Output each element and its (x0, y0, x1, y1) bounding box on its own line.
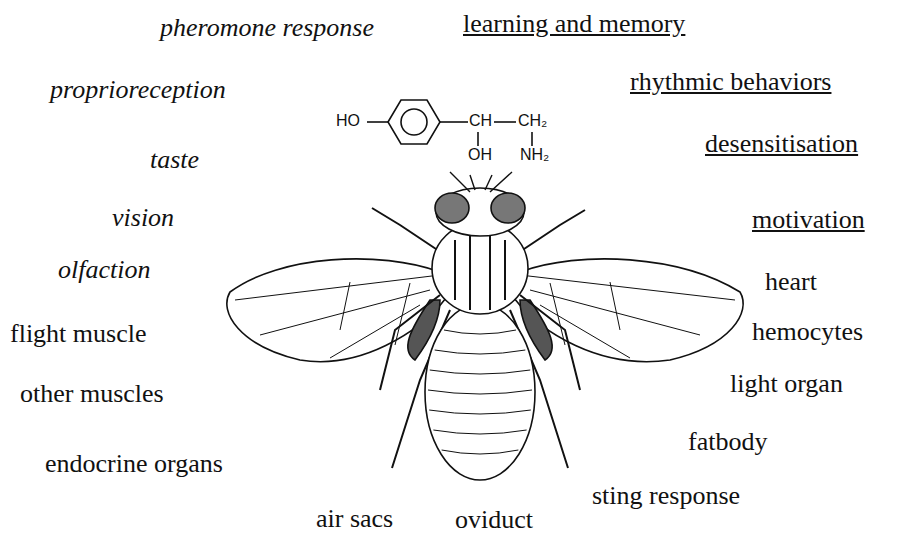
function-label: olfaction (58, 256, 150, 285)
chemical-atom-label: NH₂ (520, 146, 549, 164)
abdomen-segment (442, 450, 519, 454)
function-label: taste (150, 146, 199, 175)
function-label: flight muscle (10, 320, 146, 349)
function-label: sting response (592, 482, 740, 511)
abdomen-segment (428, 390, 532, 394)
function-label: other muscles (20, 380, 164, 409)
function-label: oviduct (455, 506, 533, 535)
function-label: desensitisation (705, 130, 858, 159)
function-label: proprioreception (50, 76, 226, 105)
chemical-atom-label: CH (469, 112, 492, 130)
function-label: light organ (730, 370, 843, 399)
chemical-atom-label: CH₂ (518, 112, 547, 130)
function-label: heart (765, 268, 817, 297)
function-label: pheromone response (160, 14, 374, 43)
function-label: vision (112, 204, 174, 233)
chemical-atom-label: HO (336, 112, 360, 130)
function-label: fatbody (688, 428, 767, 457)
abdomen-segment (435, 350, 526, 354)
abdomen-segment (430, 370, 531, 374)
abdomen-segment (444, 330, 516, 334)
function-label: motivation (752, 206, 865, 235)
chemical-atom-label: OH (468, 146, 492, 164)
abdomen-segment (433, 430, 526, 434)
function-label: learning and memory (463, 10, 685, 39)
octopamine-structure (367, 100, 532, 146)
abdomen-segment (429, 410, 531, 414)
fly-body (227, 172, 743, 480)
function-label: air sacs (316, 505, 393, 534)
function-label: endocrine organs (45, 450, 223, 479)
function-label: rhythmic behaviors (630, 68, 831, 97)
function-label: hemocytes (752, 318, 863, 347)
